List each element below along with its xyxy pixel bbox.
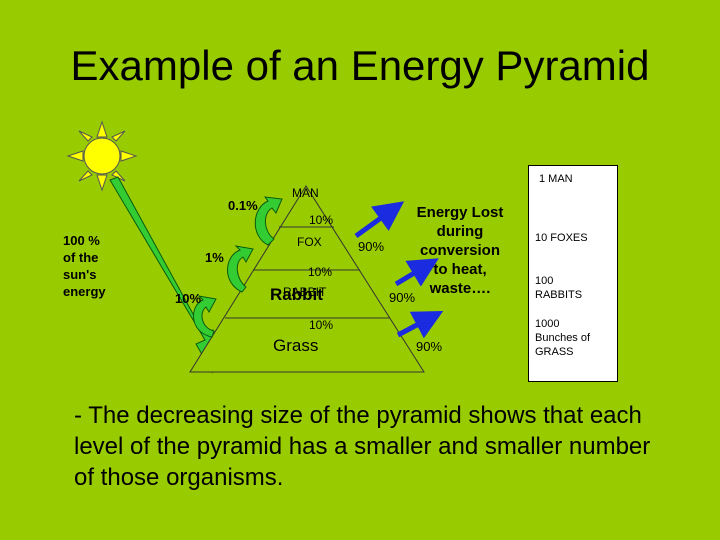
level-label-grass: Grass [273, 336, 319, 355]
count-grass-label: GRASS [535, 346, 574, 358]
loss-arrow-bottom [396, 310, 444, 339]
transfer-arrow-fox [254, 196, 283, 246]
loss-arrow-top [354, 201, 405, 239]
energy-lost-line: to heat, [433, 261, 487, 278]
sun-label-line: of the [63, 250, 99, 265]
count-grass-unit: Bunches of [535, 332, 591, 344]
sun-energy-label: 100 % of the sun's energy [63, 232, 106, 300]
transfer-percent-fox: 0.1% [228, 198, 258, 213]
transfer-arrow-grass [193, 295, 217, 338]
sun-label-line: energy [63, 284, 106, 299]
retained-percent-rabbit: 10% [309, 318, 334, 332]
transfer-percent-grass: 10% [175, 291, 202, 306]
level-label-fox: FOX [297, 235, 322, 249]
level-label-rabbit: RABBIT [283, 285, 327, 299]
level-label-rabbit-overlay: Rabbit [270, 285, 323, 304]
energy-lost-line: during [436, 223, 484, 240]
retained-percent-fox: 10% [308, 265, 333, 279]
sunlight-arrow [109, 176, 214, 374]
lost-percent-middle: 90% [389, 290, 416, 305]
retained-percent-man: 10% [309, 213, 334, 227]
pyramid-shape [189, 185, 425, 373]
count-man: 1 MAN [539, 173, 573, 185]
count-grass-number: 1000 [535, 318, 560, 330]
energy-lost-line: waste…. [429, 280, 491, 297]
page-title: Example of an Energy Pyramid [70, 42, 650, 89]
transfer-percent-rabbit: 1% [205, 250, 224, 265]
count-foxes: 10 FOXES [535, 232, 588, 244]
lost-percent-top: 90% [358, 239, 385, 254]
sun-label-line: sun's [63, 267, 97, 282]
sun-label-line: 100 % [63, 233, 100, 248]
summary-text: - The decreasing size of the pyramid sho… [74, 402, 651, 491]
lost-percent-bottom: 90% [416, 339, 443, 354]
organism-counts-box: 1 MAN 10 FOXES 100 RABBITS 1000 Bunches … [528, 165, 618, 382]
energy-lost-label: Energy Lost during conversion to heat, w… [408, 203, 512, 298]
energy-lost-line: Energy Lost [416, 204, 504, 221]
count-rabbits-label: RABBITS [535, 289, 583, 301]
transfer-arrow-rabbit [227, 245, 254, 293]
sun-icon [66, 120, 138, 192]
energy-lost-line: conversion [419, 242, 501, 259]
loss-arrow-middle [394, 258, 439, 287]
level-label-man: MAN [292, 186, 319, 200]
count-rabbits-number: 100 [535, 275, 554, 287]
